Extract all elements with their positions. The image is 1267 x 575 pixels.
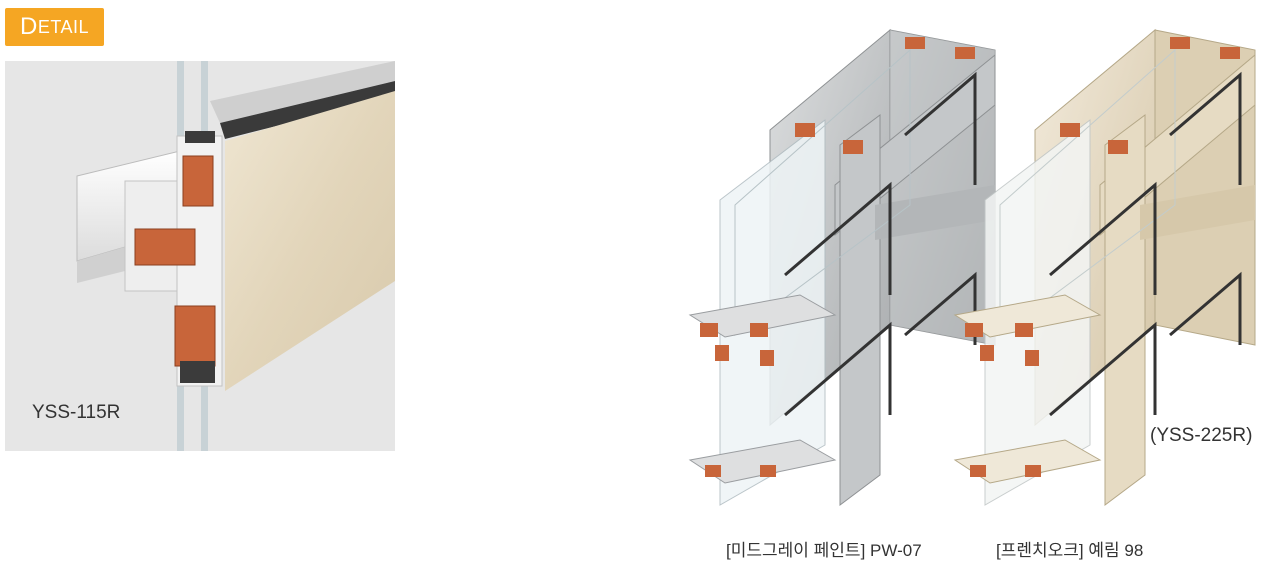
detail-model-label: YSS-115R [32, 402, 121, 423]
window-render-image [675, 5, 1265, 515]
frame-profile-illustration [76, 61, 395, 451]
gray-window [688, 28, 996, 506]
caption-mid-gray-paint: [미드그레이 페인트] PW-07 [726, 541, 922, 560]
caption-french-oak: [프렌치오크] 예림 98 [996, 541, 1144, 560]
oak-window [953, 28, 1256, 506]
detail-cross-section-image: YSS-115R [5, 61, 395, 451]
window-frames-illustration [688, 28, 1256, 506]
badge-rest: ETAIL [37, 16, 90, 37]
render-model-label: (YSS-225R) [1150, 425, 1253, 446]
badge-first-letter: D [19, 13, 38, 40]
